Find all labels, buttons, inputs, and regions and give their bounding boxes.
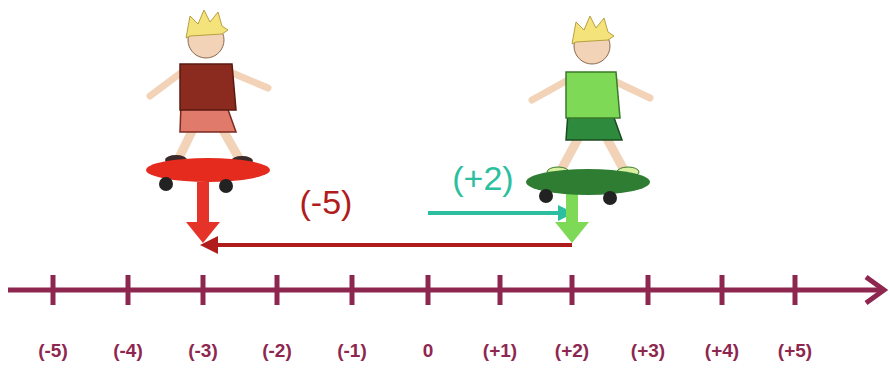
red-skater [146,10,270,193]
tick-label: (+3) [631,341,665,360]
tick-label: (-4) [113,341,143,360]
tick [350,275,355,305]
wheel [603,191,617,205]
green-skater [526,16,650,205]
tick [793,275,798,305]
arm [532,80,568,100]
hair [572,16,614,44]
position-pointer [197,182,209,224]
hair [186,10,228,38]
tick-label: (-2) [262,341,292,360]
tick [51,275,56,305]
move-label: (+2) [452,161,513,195]
tick-label: (-1) [337,341,367,360]
wheel [539,189,553,203]
position-pointer [566,192,578,224]
tick-marks [53,275,795,305]
tick [201,275,206,305]
position-pointer-head [555,222,589,243]
tick [720,275,725,305]
shirt [180,64,236,110]
arm [230,72,268,88]
move-label: (-5) [300,185,353,219]
tick [498,275,503,305]
wheel [219,179,233,193]
move-arrow [428,211,560,215]
tick-label: (+2) [555,341,589,360]
tick-label: (+1) [483,341,517,360]
wheel [159,177,173,191]
tick [646,275,651,305]
move-arrow [216,243,572,247]
tick-label: (-3) [188,341,218,360]
tick-label: (+5) [778,341,812,360]
tick-label: (-5) [38,341,68,360]
position-pointer-head [186,222,220,243]
tick-label: (+4) [705,341,739,360]
tick [126,275,131,305]
tick [275,275,280,305]
axis-arrowhead [866,277,884,303]
tick-label: 0 [423,341,434,360]
arm [150,72,182,96]
number-line [8,288,880,293]
tick [570,275,575,305]
tick [426,275,431,305]
shirt [566,72,620,118]
